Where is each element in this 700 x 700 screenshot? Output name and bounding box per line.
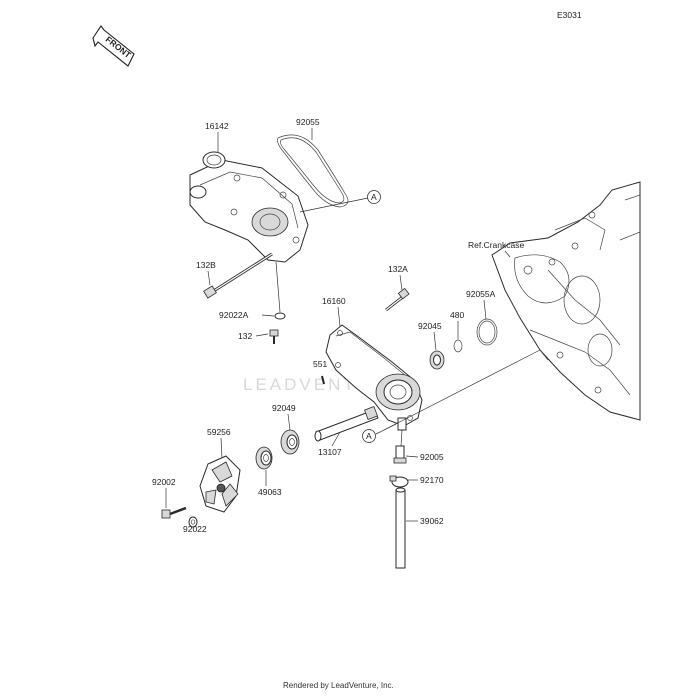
seal-92045 (429, 350, 445, 370)
pump-body-16160 (325, 324, 423, 431)
part-92005-label: 92005 (420, 452, 444, 462)
bolt-92002 (161, 506, 187, 519)
o-ring-92055 (277, 134, 349, 208)
impeller-59256 (199, 455, 241, 513)
part-49063-label: 49063 (258, 487, 282, 497)
bolt-132a (385, 287, 410, 312)
footer-credit: Rendered by LeadVenture, Inc. (283, 681, 394, 690)
fitting-92005 (393, 445, 407, 464)
part-480-label: 480 (450, 310, 464, 320)
bolt-132b (203, 252, 273, 299)
reference-crankcase-label: Ref.Crankcase (468, 240, 524, 250)
front-arrow-icon: FRONT (92, 25, 135, 67)
part-92022a-label: 92022A (219, 310, 249, 320)
ref-a-top: A (371, 192, 377, 202)
ref-a-bottom: A (366, 431, 372, 441)
part-92022-label: 92022 (183, 524, 207, 534)
hose-39062 (395, 487, 406, 569)
part-92049-label: 92049 (272, 403, 296, 413)
clamp-92170 (389, 475, 409, 488)
pin-551 (321, 375, 325, 385)
part-16160-label: 16160 (322, 296, 346, 306)
washer-92022a (274, 312, 286, 320)
mechanical-seal-49063 (255, 446, 273, 470)
shaft-13107 (314, 406, 379, 442)
o-ring-92055a (476, 318, 498, 346)
part-92055a-label: 92055A (466, 289, 496, 299)
crankcase-illustration (491, 181, 641, 421)
part-16142-label: 16142 (205, 121, 229, 131)
part-132b-label: 132B (196, 260, 216, 270)
part-132-label: 132 (238, 331, 252, 341)
o-ring-480 (453, 339, 463, 353)
diagram-id: E3031 (557, 10, 582, 20)
part-13107-label: 13107 (318, 447, 342, 457)
part-39062-label: 39062 (420, 516, 444, 526)
bolt-132 (269, 329, 279, 344)
part-92045-label: 92045 (418, 321, 442, 331)
washer-92022 (188, 516, 198, 528)
part-551-label: 551 (313, 359, 327, 369)
bearing-92049 (280, 429, 300, 455)
part-132a-label: 132A (388, 264, 408, 274)
part-92170-label: 92170 (420, 475, 444, 485)
pump-cover-16142 (189, 151, 309, 263)
part-92055-label: 92055 (296, 117, 320, 127)
part-92002-label: 92002 (152, 477, 176, 487)
part-59256-label: 59256 (207, 427, 231, 437)
